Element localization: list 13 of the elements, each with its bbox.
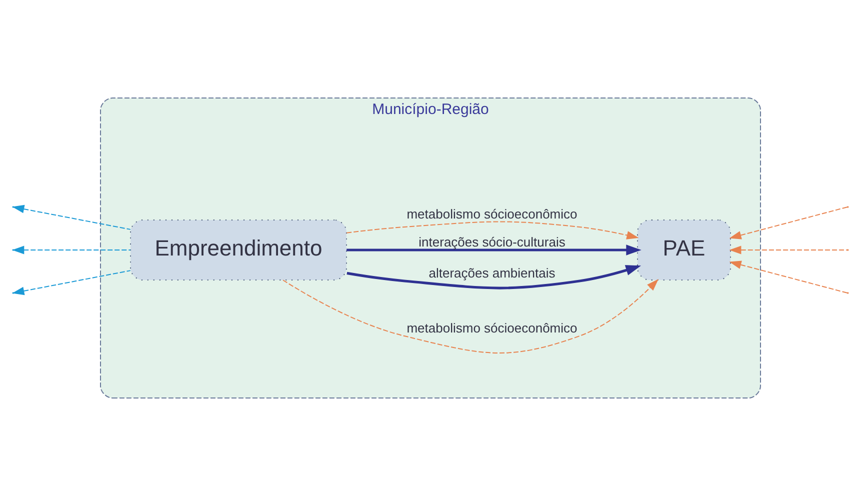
arrow (729, 206, 848, 239)
edge-label: metabolismo sócioeconômico (406, 206, 578, 221)
arrow (729, 260, 848, 293)
node-box: PAE (637, 219, 731, 280)
node-box: Empreendimento (130, 219, 347, 280)
edge-label: alterações ambientais (428, 264, 556, 280)
arrow (346, 244, 642, 255)
arrow (282, 278, 658, 353)
edge-label: metabolismo sócioeconômico (406, 320, 578, 335)
edge-label: interações sócio-culturais (418, 234, 566, 249)
arrow (346, 264, 642, 289)
arrow (729, 245, 848, 254)
arrow (346, 220, 639, 239)
